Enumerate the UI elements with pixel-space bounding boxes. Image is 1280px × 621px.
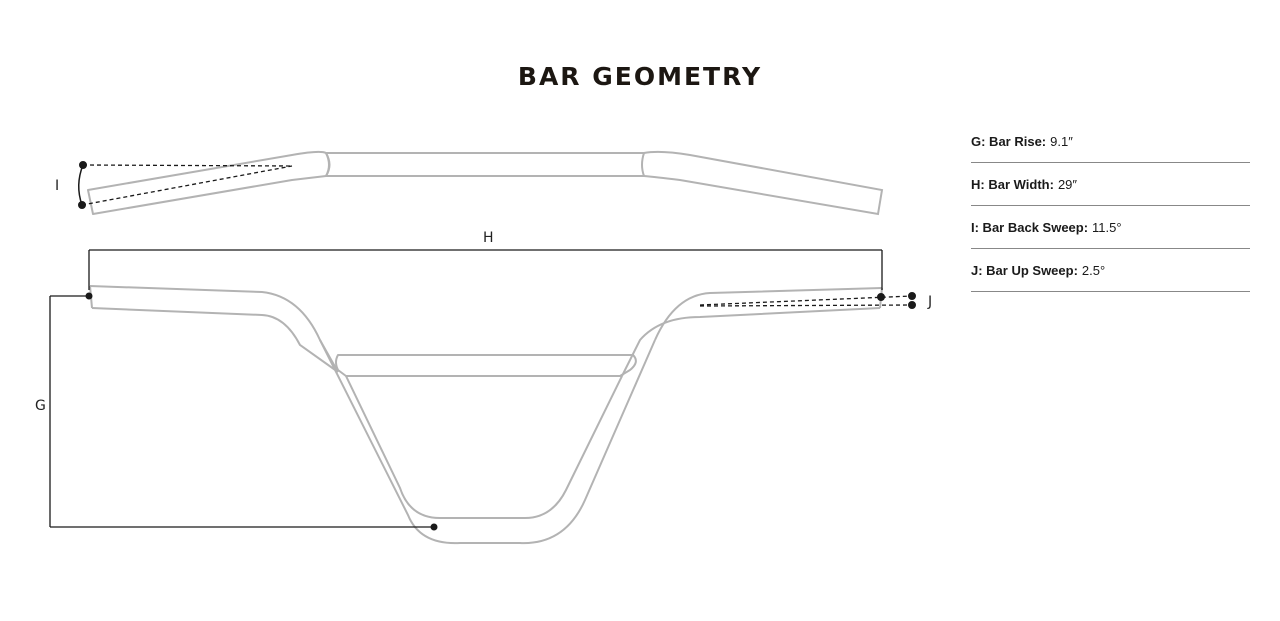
dimension-label-i: I [55, 178, 59, 194]
dimension-g [49, 292, 438, 531]
page-title: BAR GEOMETRY [517, 62, 763, 91]
spec-label: J: Bar Up Sweep: [971, 262, 1078, 278]
spec-label: G: Bar Rise: [971, 133, 1047, 149]
spec-value: 11.5° [1092, 219, 1122, 235]
spec-row-bar-back-sweep: I: Bar Back Sweep: 11.5° [971, 206, 1250, 249]
dimension-label-j: J [927, 294, 932, 310]
spec-value: 9.1″ [1050, 133, 1073, 149]
handlebar-front-view [89, 285, 883, 545]
spec-row-bar-up-sweep: J: Bar Up Sweep: 2.5° [971, 249, 1250, 292]
dimension-j [699, 292, 916, 309]
spec-row-bar-width: H: Bar Width: 29″ [971, 163, 1250, 206]
handlebar-top-view [87, 150, 884, 216]
dimension-label-h: H [483, 230, 494, 246]
spec-value: 29″ [1057, 176, 1077, 192]
dimension-label-g: G [35, 398, 46, 414]
spec-label: H: Bar Width: [971, 176, 1054, 192]
dimension-h [88, 249, 883, 290]
spec-list: G: Bar Rise: 9.1″ H: Bar Width: 29″ I: B… [971, 120, 1250, 292]
dimension-i [78, 161, 293, 209]
spec-value: 2.5° [1081, 262, 1106, 278]
spec-row-bar-rise: G: Bar Rise: 9.1″ [971, 120, 1250, 163]
spec-label: I: Bar Back Sweep: [971, 219, 1089, 235]
